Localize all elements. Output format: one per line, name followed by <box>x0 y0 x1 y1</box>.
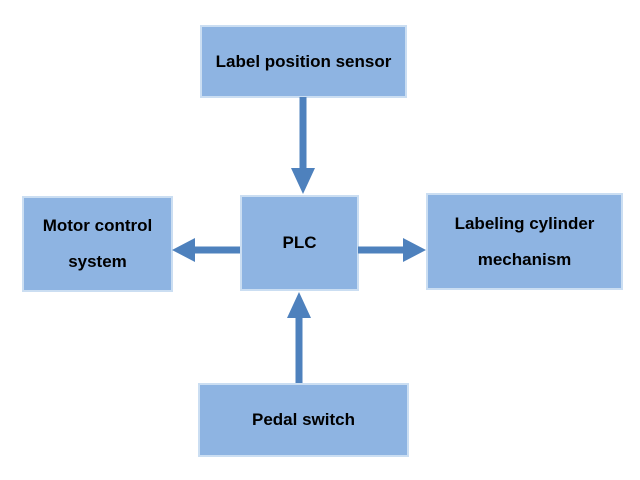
node-motor-control-system: Motor control system <box>22 196 173 292</box>
node-plc: PLC <box>240 195 359 291</box>
node-label: PLC <box>282 233 317 252</box>
node-labeling-cylinder-mechanism: Labeling cylinder mechanism <box>426 193 623 290</box>
node-label-position-sensor: Label position sensor <box>200 25 407 98</box>
node-pedal-switch: Pedal switch <box>198 383 409 457</box>
arrow-plc-to-motor <box>172 238 240 262</box>
arrow-plc-to-cylinder <box>358 238 426 262</box>
node-label: Motor control system <box>42 216 153 271</box>
arrow-pedal-to-plc <box>287 292 311 383</box>
node-label: Label position sensor <box>215 51 392 71</box>
arrow-sensor-to-plc <box>291 97 315 194</box>
node-label: Pedal switch <box>252 410 355 429</box>
node-label: Labeling cylinder mechanism <box>454 213 595 269</box>
